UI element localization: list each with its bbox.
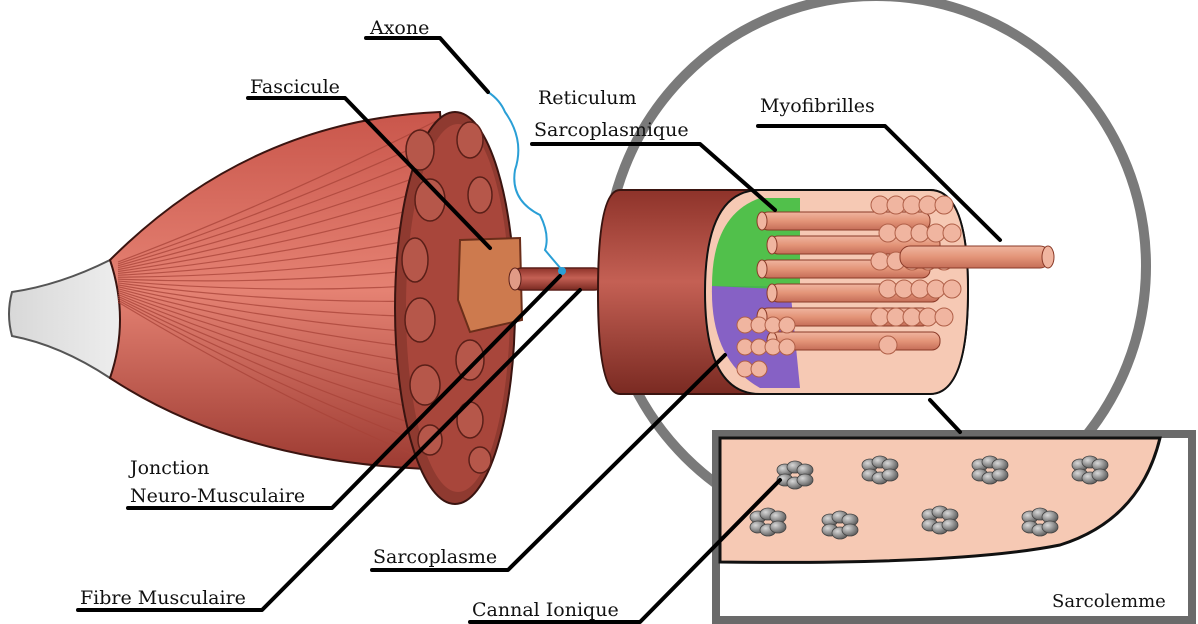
label-axone: Axone (369, 17, 429, 39)
myofibril-end (757, 212, 767, 230)
myofibril-end-cap (919, 308, 937, 326)
ion-channel-subunit (1092, 469, 1108, 481)
fascicle-cell (402, 238, 428, 282)
myofibril-end-cap (879, 280, 897, 298)
label-fascicule: Fascicule (250, 76, 340, 98)
label-jonction-2: Neuro-Musculaire (130, 485, 305, 507)
axone-leader (366, 38, 488, 92)
myofibril-end-cap (751, 361, 767, 377)
myofibril-end-cap (887, 196, 905, 214)
ion-channel-subunit (770, 521, 786, 533)
fascicle-cell (410, 365, 440, 405)
myofibril-end-cap (779, 317, 795, 333)
ion-channel-subunit (882, 469, 898, 481)
label-jonction-1: Jonction (128, 457, 209, 479)
myofibril-end-cap (911, 224, 929, 242)
myofibril-end-cap (919, 196, 937, 214)
extended-myofibril (900, 246, 1050, 268)
myofibril-end-cap (935, 196, 953, 214)
fascicle-cell (457, 122, 483, 158)
myofibril-end-cap (887, 308, 905, 326)
label-myofibrilles: Myofibrilles (760, 95, 875, 117)
myofibril-end-cap (927, 280, 945, 298)
ion-channel-subunit (797, 474, 813, 486)
myofibril-end-cap (935, 308, 953, 326)
neuromuscular-junction-dot (558, 267, 566, 275)
label-sarcoplasme: Sarcoplasme (373, 546, 497, 568)
myofibril-end-cap (903, 196, 921, 214)
myofibril-end-cap (943, 280, 961, 298)
ion-channel-subunit (992, 469, 1008, 481)
myofibril-end (757, 260, 767, 278)
ion-channel-subunit (842, 524, 858, 536)
ion-channel-subunit (1042, 521, 1058, 533)
myofibril-end-cap (871, 196, 889, 214)
myofibril-end-cap (871, 308, 889, 326)
label-reticulum-1: Reticulum (538, 87, 636, 109)
myofibril-end-cap (779, 339, 795, 355)
myofibril-end-cap (903, 308, 921, 326)
fascicle-cell (405, 298, 435, 342)
label-fibre: Fibre Musculaire (80, 587, 246, 609)
myofibril-rod (770, 332, 940, 350)
myofibril-end-cap (895, 224, 913, 242)
myofibril-end-cap (895, 280, 913, 298)
label-sarcolemme: Sarcolemme (1052, 591, 1166, 612)
myofibril-end-cap (879, 224, 897, 242)
fascicle-cell (468, 177, 492, 213)
ion-channel-subunit (942, 519, 958, 531)
myofibril-end-cap (911, 280, 929, 298)
label-reticulum-2: Sarcoplasmique (534, 119, 689, 141)
myofibril-end (767, 284, 777, 302)
label-canal: Cannal Ionique (472, 599, 619, 621)
myofibril-end-cap (943, 224, 961, 242)
myofibril-end-cap (871, 252, 889, 270)
myofibril-end-cap (927, 224, 945, 242)
fascicle-cell (469, 447, 491, 473)
myofibril-end-cap (879, 336, 897, 354)
myofibril-bundle (737, 196, 961, 377)
myofibril-end (767, 236, 777, 254)
